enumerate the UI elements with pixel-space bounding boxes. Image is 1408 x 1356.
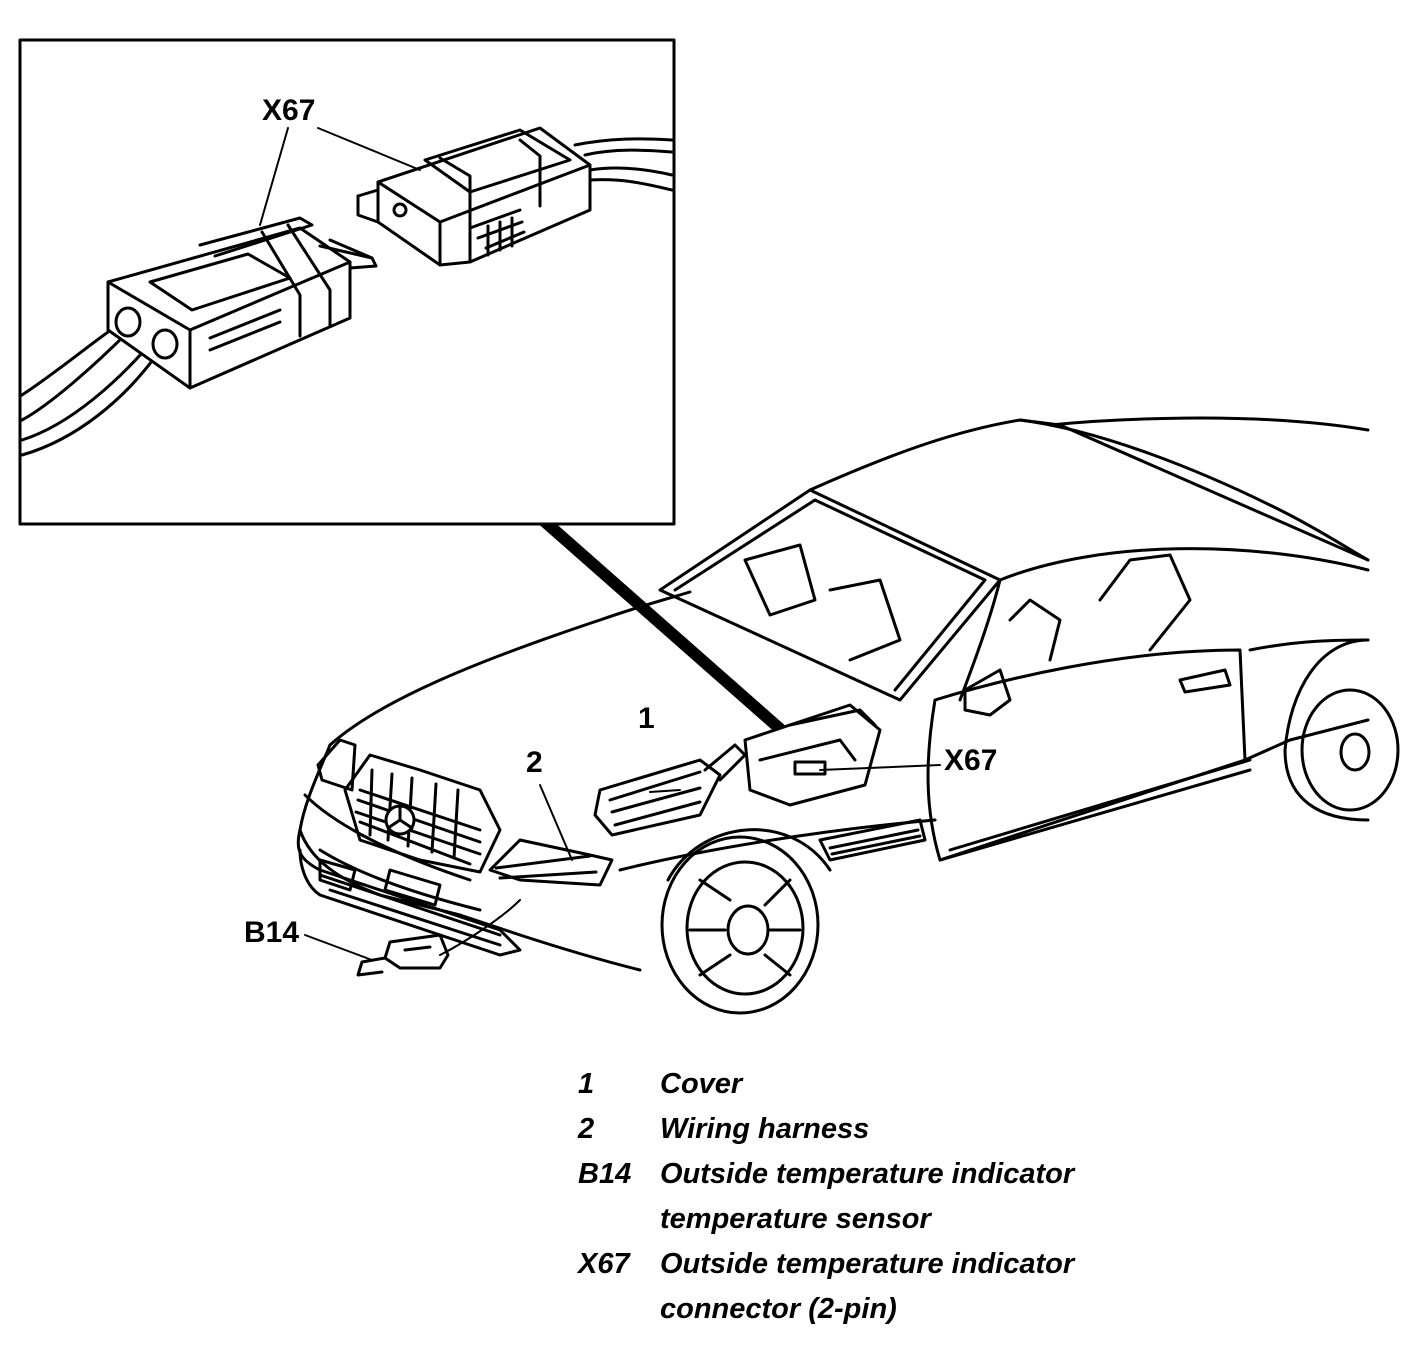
legend-row-b14: B14 Outside temperature indicator temper…	[578, 1152, 1218, 1242]
inset-label-x67: X67	[262, 94, 315, 127]
side-mirror	[963, 668, 1012, 717]
connector-box	[703, 703, 882, 807]
legend-key: B14	[578, 1158, 632, 1190]
leader-x67	[819, 764, 941, 771]
legend-description: Wiring harness	[660, 1113, 870, 1145]
harness-wires-right	[573, 137, 674, 192]
leader-harness	[539, 784, 573, 861]
side-vent	[818, 818, 927, 862]
label-x67: X67	[944, 744, 997, 777]
inset-leader-female	[317, 127, 421, 171]
leader-b14	[304, 934, 373, 961]
door-handle	[1178, 668, 1232, 694]
interior-seat-left	[743, 543, 817, 617]
door-outline	[926, 648, 1247, 862]
connector-detail-inset	[18, 38, 676, 526]
vehicle-drawing	[296, 416, 1400, 1015]
legend-description: Outside temperature indicator	[660, 1158, 1075, 1190]
rear-wheel	[1283, 638, 1400, 822]
grille	[343, 753, 502, 874]
legend-description-continued: temperature sensor	[660, 1203, 931, 1235]
legend-description: Cover	[660, 1068, 743, 1100]
roof-outline	[808, 418, 1370, 562]
cover-1	[593, 758, 722, 837]
connector-x67-male	[106, 216, 378, 390]
inset-leader-male	[259, 127, 289, 226]
legend-description-continued: connector (2-pin)	[660, 1293, 897, 1325]
label-b14: B14	[244, 916, 299, 949]
legend-key: 1	[578, 1068, 595, 1100]
leader-cover	[649, 789, 681, 793]
legend: 1 Cover 2 Wiring harness B14 Outside tem…	[578, 1062, 1218, 1332]
connector-x67-female	[356, 126, 592, 267]
legend-row-cover: 1 Cover	[578, 1062, 1218, 1107]
legend-row-x67: X67 Outside temperature indicator connec…	[578, 1242, 1218, 1332]
legend-row-harness: 2 Wiring harness	[578, 1107, 1218, 1152]
label-cover: 1	[638, 702, 655, 735]
label-harness: 2	[526, 746, 543, 779]
interior-seat-right	[1098, 553, 1192, 652]
hood-outline	[328, 590, 692, 747]
front-bumper	[296, 828, 522, 957]
headlight-left	[316, 738, 357, 792]
front-wheel	[660, 828, 832, 1015]
legend-key: 2	[578, 1113, 595, 1145]
headlight-right	[488, 838, 614, 887]
inset-frame	[18, 38, 676, 526]
legend-key: X67	[578, 1248, 630, 1280]
sensor-b14	[356, 933, 450, 977]
leader-sensor-cable	[439, 899, 521, 956]
legend-description: Outside temperature indicator	[660, 1248, 1075, 1280]
